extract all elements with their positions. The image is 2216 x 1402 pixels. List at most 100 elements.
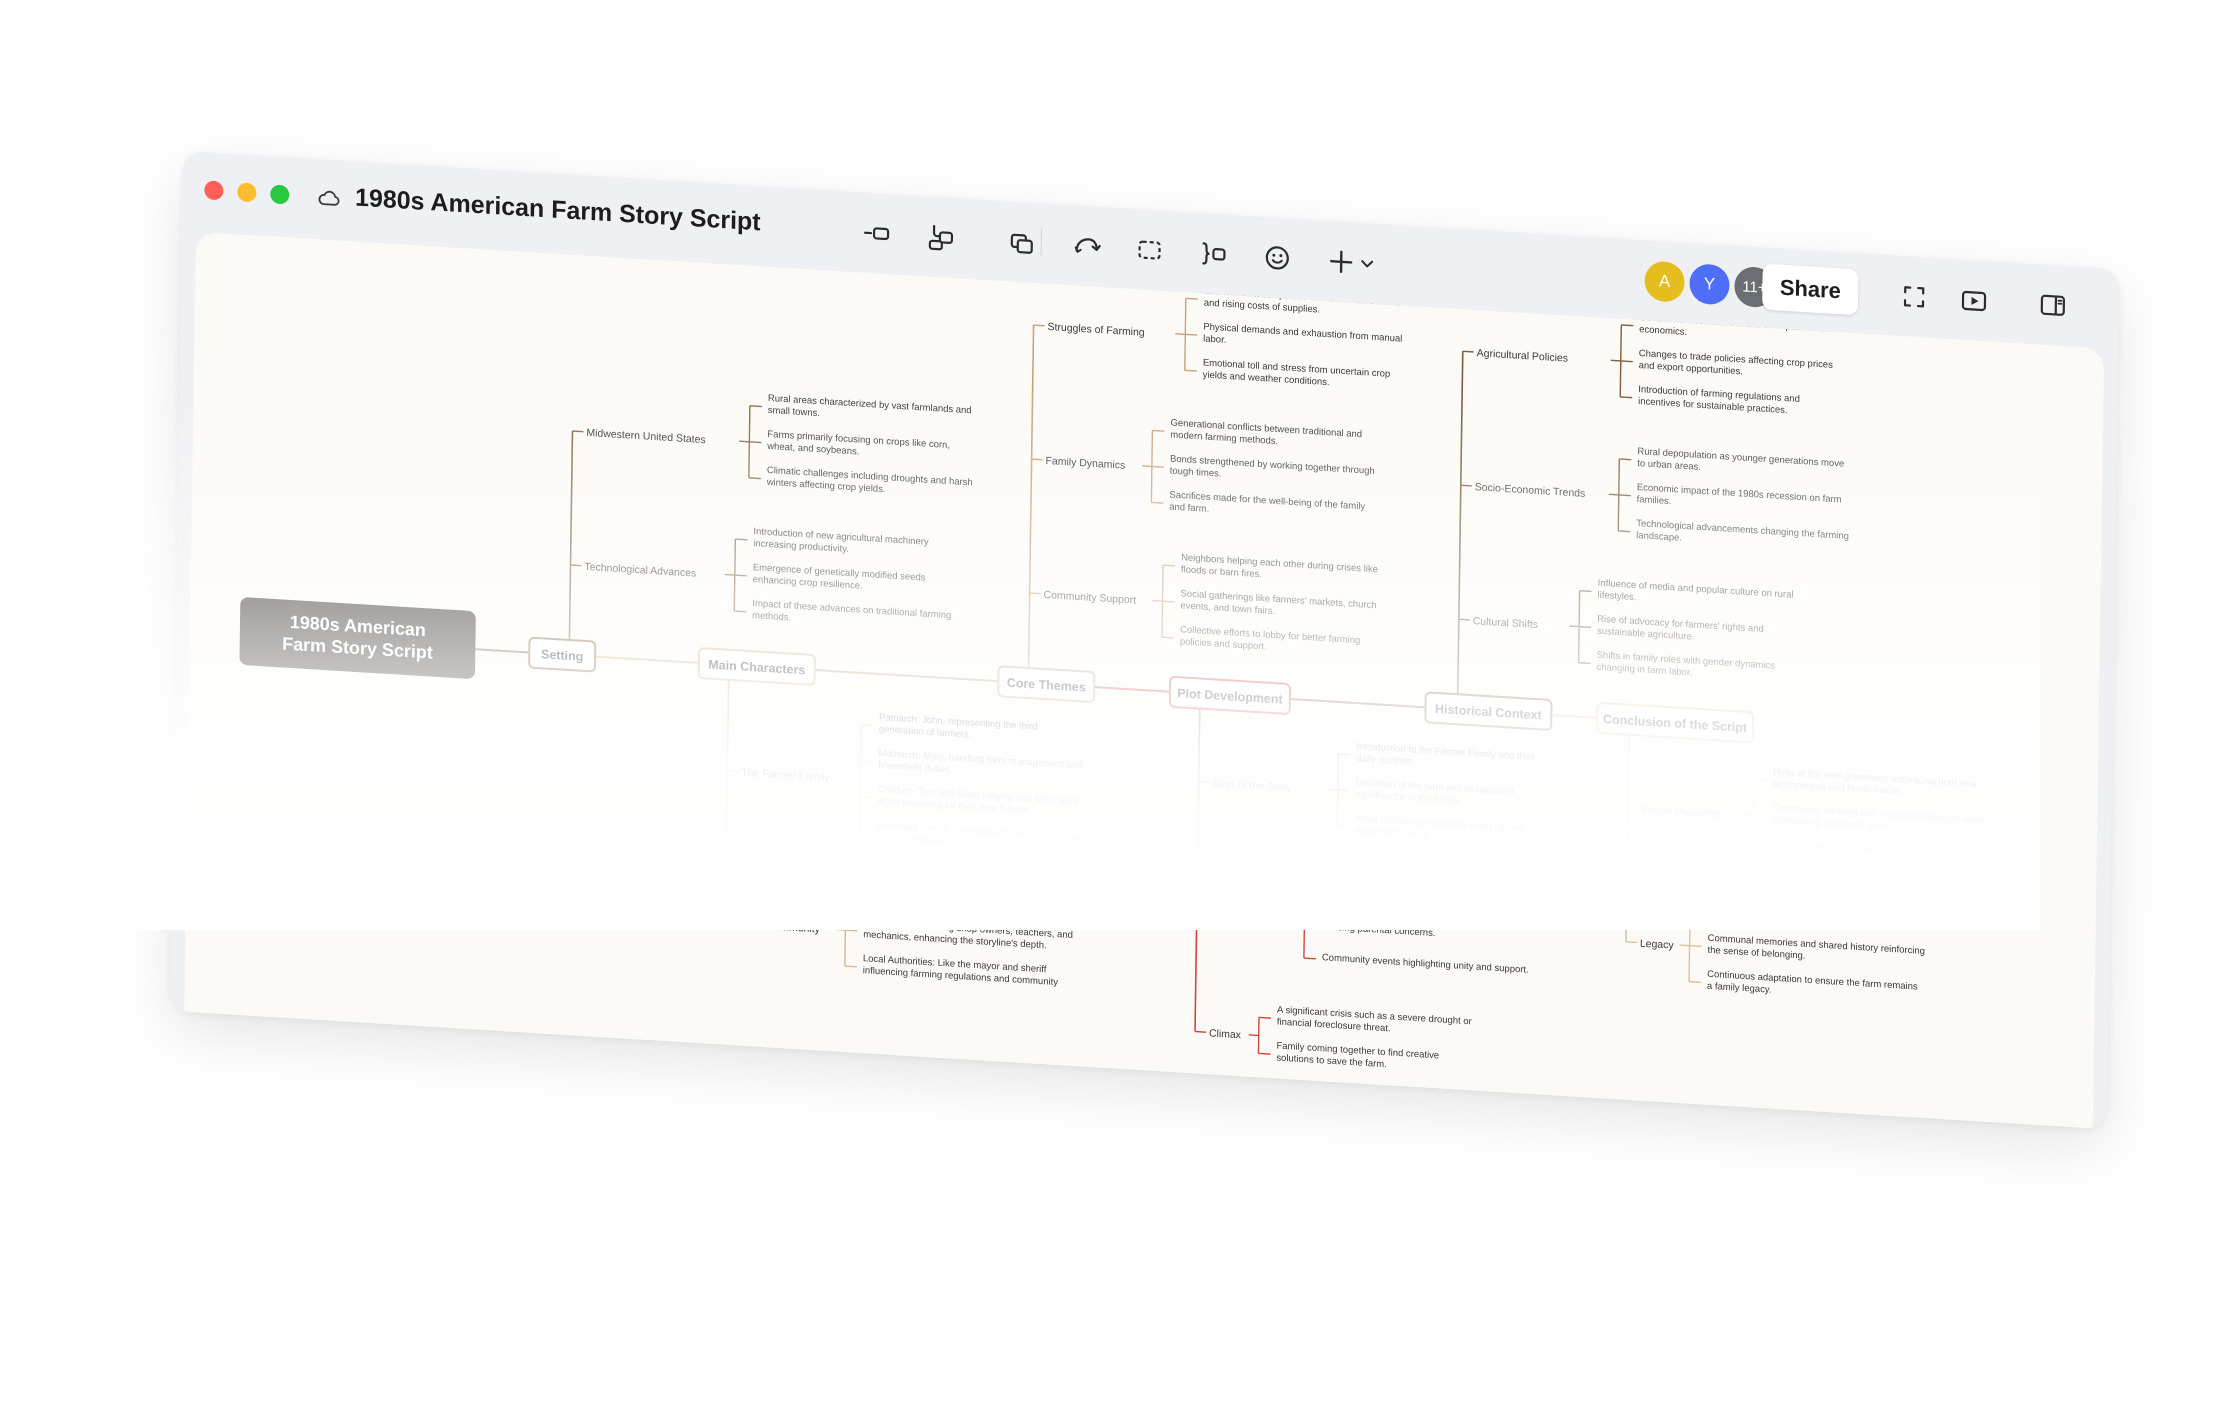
detail-item[interactable]: Communal memories and shared history rei… [1707,933,1925,969]
detail-item[interactable]: Continuous adaptation to ensure the farm… [1707,969,1918,1005]
detail-item[interactable]: Emergence of genetically modified seedse… [753,562,926,596]
detail-item[interactable]: Sacrifices made for the well-being of th… [1169,490,1365,525]
minimize-window-button[interactable] [237,182,257,203]
add-icon[interactable] [1323,243,1359,281]
insert-subtopic-icon[interactable] [923,218,959,256]
detail-item[interactable]: Generational conflicts between tradition… [1170,418,1362,453]
subtopic[interactable]: Cultural Shifts [1473,616,1538,631]
subtopic[interactable]: Start of the Story [1213,778,1292,794]
subtopic[interactable]: Midwestern United States [586,428,705,446]
detail-item[interactable]: Changes to trade policies affecting crop… [1639,348,1834,383]
subtopic[interactable]: Family Dynamics [1045,456,1125,472]
subtopic[interactable]: Agricultural Policies [1477,348,1568,365]
detail-item[interactable]: Rise of advocacy for farmers' rights and… [1597,614,1764,647]
branch-topic[interactable]: Plot Development [1168,676,1291,715]
detail-item[interactable]: Local Authorities: Like the mayor and sh… [863,953,1059,988]
branch-topic[interactable]: Setting [528,636,597,673]
detail-item[interactable]: Physical demands and exhaustion from man… [1203,321,1402,356]
detail-item[interactable]: Economic impact of the 1980s recession o… [1637,482,1842,518]
detail-item[interactable]: Introduction to the Farmer Family and th… [1356,741,1535,775]
subtopic[interactable]: Future Prospects [1642,805,1722,821]
subtopic[interactable]: Rising Action [1211,912,1272,927]
detail-item[interactable]: Extended Family: Grandparents and cousin… [877,820,1088,856]
detail-item[interactable]: Patriarch: John, representing the thirdg… [879,712,1038,745]
detail-text: families. [1637,494,1672,507]
detail-item[interactable]: Introduction of farming regulations andi… [1638,384,1800,417]
detail-item[interactable]: Neighbors helping each other during cris… [1181,552,1378,587]
floating-topic-icon[interactable] [1004,223,1040,261]
detail-text: Community events highlighting unity and … [1322,952,1529,976]
close-window-button[interactable] [204,180,224,201]
maximize-window-button[interactable] [270,184,290,205]
subtopic[interactable]: Climax [1209,1028,1242,1041]
detail-item[interactable]: Matriarch: Mary, handling farm managemen… [878,748,1082,783]
subtopic[interactable]: Technological Advances [584,562,696,580]
detail-item[interactable]: Social gatherings like farmers' markets,… [1180,588,1376,623]
detail-item[interactable]: Impact of these advances on traditional … [752,598,951,633]
detail-text: Physical demands and exhaustion from man… [1203,321,1402,344]
detail-item[interactable]: Emotional toll and stress from uncertain… [1203,357,1391,391]
detail-item[interactable]: Bonds strengthened by working together t… [1170,454,1375,490]
fullscreen-icon[interactable] [1896,278,1932,316]
detail-item[interactable]: Ongoing theme of resilience, hope, and t… [1772,839,1953,873]
sidebar-panel-icon[interactable] [2035,286,2071,324]
branch-topic[interactable]: Historical Context [1424,691,1553,731]
detail-item[interactable]: Importance of preserving the farm for fu… [1708,897,1891,931]
detail-item[interactable]: A significant crisis such as a severe dr… [1277,1004,1472,1039]
branch-topic-label: Setting [541,647,583,664]
boundary-icon[interactable] [1131,231,1167,269]
detail-item[interactable]: Hints at the next generation embracing b… [1773,767,1977,802]
subtopic[interactable]: Local Community [739,920,821,936]
summary-icon[interactable] [1195,235,1231,273]
subtopic[interactable]: The Farmer Family [741,768,830,784]
play-icon[interactable] [1956,281,1992,319]
document-title[interactable]: 1980s American Farm Story Script [354,183,761,237]
detail-item[interactable]: Children exploring dreams outside farmin… [1322,909,1503,943]
detail-item[interactable]: Financial strain leading to disputes wit… [1323,873,1511,907]
detail-text: labor. [1203,333,1226,345]
detail-item[interactable]: Rural areas characterized by vast farmla… [768,393,972,428]
detail-item[interactable]: Farms primarily focusing on crops like c… [766,429,950,463]
detail-item[interactable]: Collective efforts to lobby for better f… [1180,624,1361,658]
detail-item[interactable]: Rural depopulation as younger generation… [1637,446,1844,482]
cloud-icon[interactable] [317,186,341,209]
detail-item[interactable]: Town Folks: Including shop owners, teach… [863,917,1073,953]
insert-topic-icon[interactable] [859,214,895,252]
detail-item[interactable]: Family coming together to find creatives… [1276,1040,1439,1073]
detail-item[interactable]: Climatic challenges including droughts a… [766,465,973,501]
detail-text: daily routines. [1356,753,1415,768]
detail-item[interactable]: Initial challenges including a bad harve… [1355,813,1536,847]
subtopic-label: Agricultural Policies [1477,348,1568,365]
subtopic[interactable]: Community Support [1044,590,1137,607]
branch-topic[interactable]: Main Characters [697,647,816,686]
subtopic[interactable]: Struggles of Farming [1047,322,1144,339]
detail-text: small towns. [768,405,820,419]
detail-item[interactable]: Community events highlighting unity and … [1322,952,1529,976]
subtopic-label: Legacy [1640,939,1675,952]
detail-item[interactable]: Depiction of the farm and its historical… [1356,777,1514,810]
emoji-icon[interactable] [1259,239,1295,277]
subtopic[interactable]: Socio-Economic Trends [1475,482,1586,500]
branch-topic[interactable]: Core Themes [997,665,1096,703]
relationship-icon[interactable] [1067,227,1103,265]
collaborator-avatar[interactable]: A [1644,260,1685,303]
detail-item[interactable]: Influence of media and popular culture o… [1597,578,1793,613]
detail-item[interactable]: Shifts in family roles with gender dynam… [1596,650,1775,684]
detail-item[interactable]: Children: Tom and Alice, helping with fa… [877,784,1079,819]
detail-text: landscape. [1636,530,1682,544]
subtopic-label: Family Dynamics [1045,456,1125,472]
detail-item[interactable]: Community evolving with modern challenge… [1772,803,1984,839]
subtopic-label: Technological Advances [584,562,696,580]
share-button[interactable]: Share [1762,263,1859,316]
detail-text: generations. [1708,909,1760,923]
detail-item[interactable]: Neighboring Farmers: Collaborating and c… [863,881,1079,917]
subtopic[interactable]: Legacy [1640,939,1675,952]
collaborator-avatar[interactable]: Y [1689,263,1730,306]
detail-item[interactable]: Technological advancements changing the … [1636,518,1849,554]
chevron-down-icon[interactable] [1349,244,1385,282]
detail-item[interactable]: Introduction of new agricultural machine… [753,526,929,560]
subtopic-label: Future Prospects [1642,805,1722,821]
branch-topic[interactable]: Conclusion of the Script [1596,702,1755,744]
